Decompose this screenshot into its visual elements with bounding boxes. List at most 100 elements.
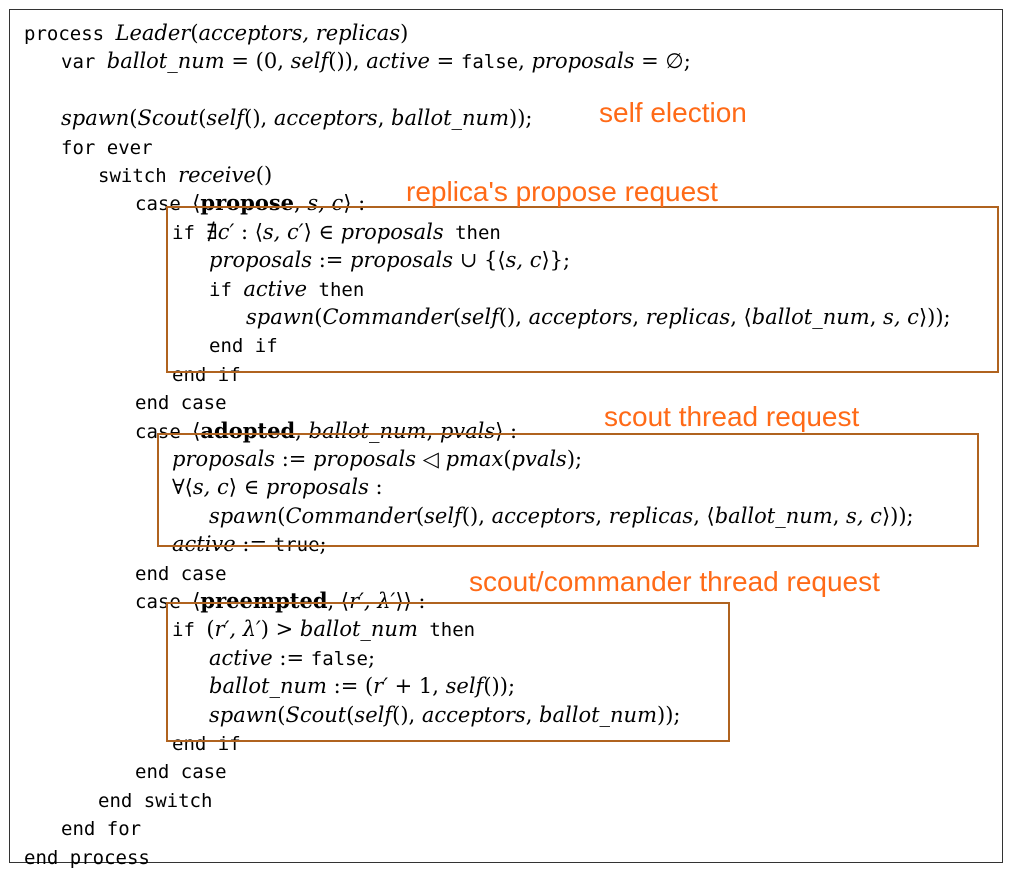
code-token: , [869,305,884,329]
code-token: ⟨ [192,418,201,443]
code-token: ( [277,702,286,727]
code-keyword: switch [98,165,179,187]
code-keyword: end case [135,392,227,415]
code-token: ⟩ ∈ [303,219,341,244]
code-token: spawn [246,305,315,329]
code-line: proposals := proposals ◁ pmax(pvals); [172,446,582,472]
code-token: ( [415,503,425,528]
code-token: ⟨ [192,589,201,613]
code-line: for ever [61,134,153,160]
code-line: if ∄c′ : ⟨s, c′⟩ ∈ proposals then [172,219,501,245]
code-token: () [255,163,273,187]
code-token: receive [178,163,256,187]
code-token: ∄ [206,219,218,244]
code-token: , [426,418,440,443]
code-token: ( [314,305,323,329]
code-token: ) > [260,617,300,642]
code-keyword: end switch [98,789,213,812]
code-line: end if [172,730,241,756]
code-token: )); [657,702,681,727]
code-token: ballot_num [751,305,870,329]
code-line: proposals := proposals ∪ {⟨s, c⟩}; [209,247,570,273]
code-line: end case [135,389,227,415]
code-token: ballot_num [539,702,657,727]
code-token: := [312,248,351,273]
code-keyword: var [61,51,107,74]
code-token: (), [498,305,529,329]
code-line: case ⟨adopted, ballot_num, pvals⟩ : [135,418,517,444]
code-token: ( [346,702,355,727]
code-keyword: end if [209,335,278,358]
code-token: ( [198,106,207,131]
code-line: if (r′, λ′) > ballot_num then [172,616,475,642]
code-token: acceptors, replicas [198,21,401,45]
code-message-type: propose [200,190,295,216]
code-token: ); [566,447,583,471]
code-token: s, c [846,503,882,528]
code-line: spawn(Scout(self(), acceptors, ballot_nu… [61,105,532,131]
code-token: pvals [439,418,496,443]
code-token: ballot_num [391,106,509,131]
code-token: , ⟨ [693,503,715,528]
code-token: , [595,503,609,528]
code-token: , [525,702,540,727]
propose-handler-box [166,206,999,373]
code-token: , [518,49,532,74]
code-token: ◁ [416,447,446,471]
code-token: (), [244,106,274,131]
code-keyword: false [460,51,519,74]
code-token: := [272,645,311,670]
code-token: , ⟨ [730,305,752,329]
code-token: pmax [445,447,504,471]
code-token: Commander [285,503,416,528]
code-token: replicas [608,503,694,528]
code-token: , [377,106,392,131]
code-token: := [235,532,274,557]
code-token: s, c [505,248,542,273]
code-line: spawn(Commander(self(), acceptors, repli… [209,503,914,529]
code-token: ( [277,503,286,528]
code-token: Scout [137,106,199,131]
code-token: ( [206,617,215,642]
code-token: s, c [192,475,229,500]
code-token: ⟩)); [881,503,914,528]
code-line: case ⟨preempted, ⟨r′, λ′⟩⟩ : [135,588,425,614]
code-token: : [368,475,383,500]
code-line: end case [135,758,227,784]
code-keyword: end if [172,363,241,386]
code-keyword: then [417,619,476,642]
code-line: end case [135,560,227,586]
code-token: = ∅; [634,49,691,74]
code-token: (), [392,702,422,727]
code-line: end if [209,332,278,358]
code-message-type: adopted [200,417,296,443]
code-keyword: false [310,647,368,670]
annotation-scout-commander: scout/commander thread request [469,566,880,597]
code-line: end for [61,815,141,841]
code-token: (), [461,503,492,528]
code-token: active [243,276,308,301]
code-keyword: case [135,193,193,216]
algorithm-frame: process Leader(acceptors, replicas) var b… [9,9,1003,869]
code-token: ⟩ ∈ [228,475,266,500]
code-token: ; [319,532,327,557]
code-token: s, c [883,305,919,329]
code-keyword: end case [135,761,227,784]
code-token: r′, λ′ [349,589,396,613]
code-token: s, c′ [262,219,304,244]
code-token: spawn [61,106,130,131]
code-token: spawn [209,503,278,528]
code-keyword: end process [24,846,150,869]
code-line: ∀⟨s, c⟩ ∈ proposals : [172,474,383,500]
code-token: , [295,418,309,443]
code-token: proposals [340,219,444,244]
code-token: ∀⟨ [172,475,193,500]
code-line: active := true; [172,531,327,557]
code-token: proposals [531,49,635,74]
code-line: process Leader(acceptors, replicas) [24,20,408,46]
code-line: end process [24,844,150,870]
code-keyword: end for [61,818,142,841]
code-token: ( [503,447,512,471]
code-token: , [294,191,308,216]
code-token: ⟩}; [541,248,571,273]
